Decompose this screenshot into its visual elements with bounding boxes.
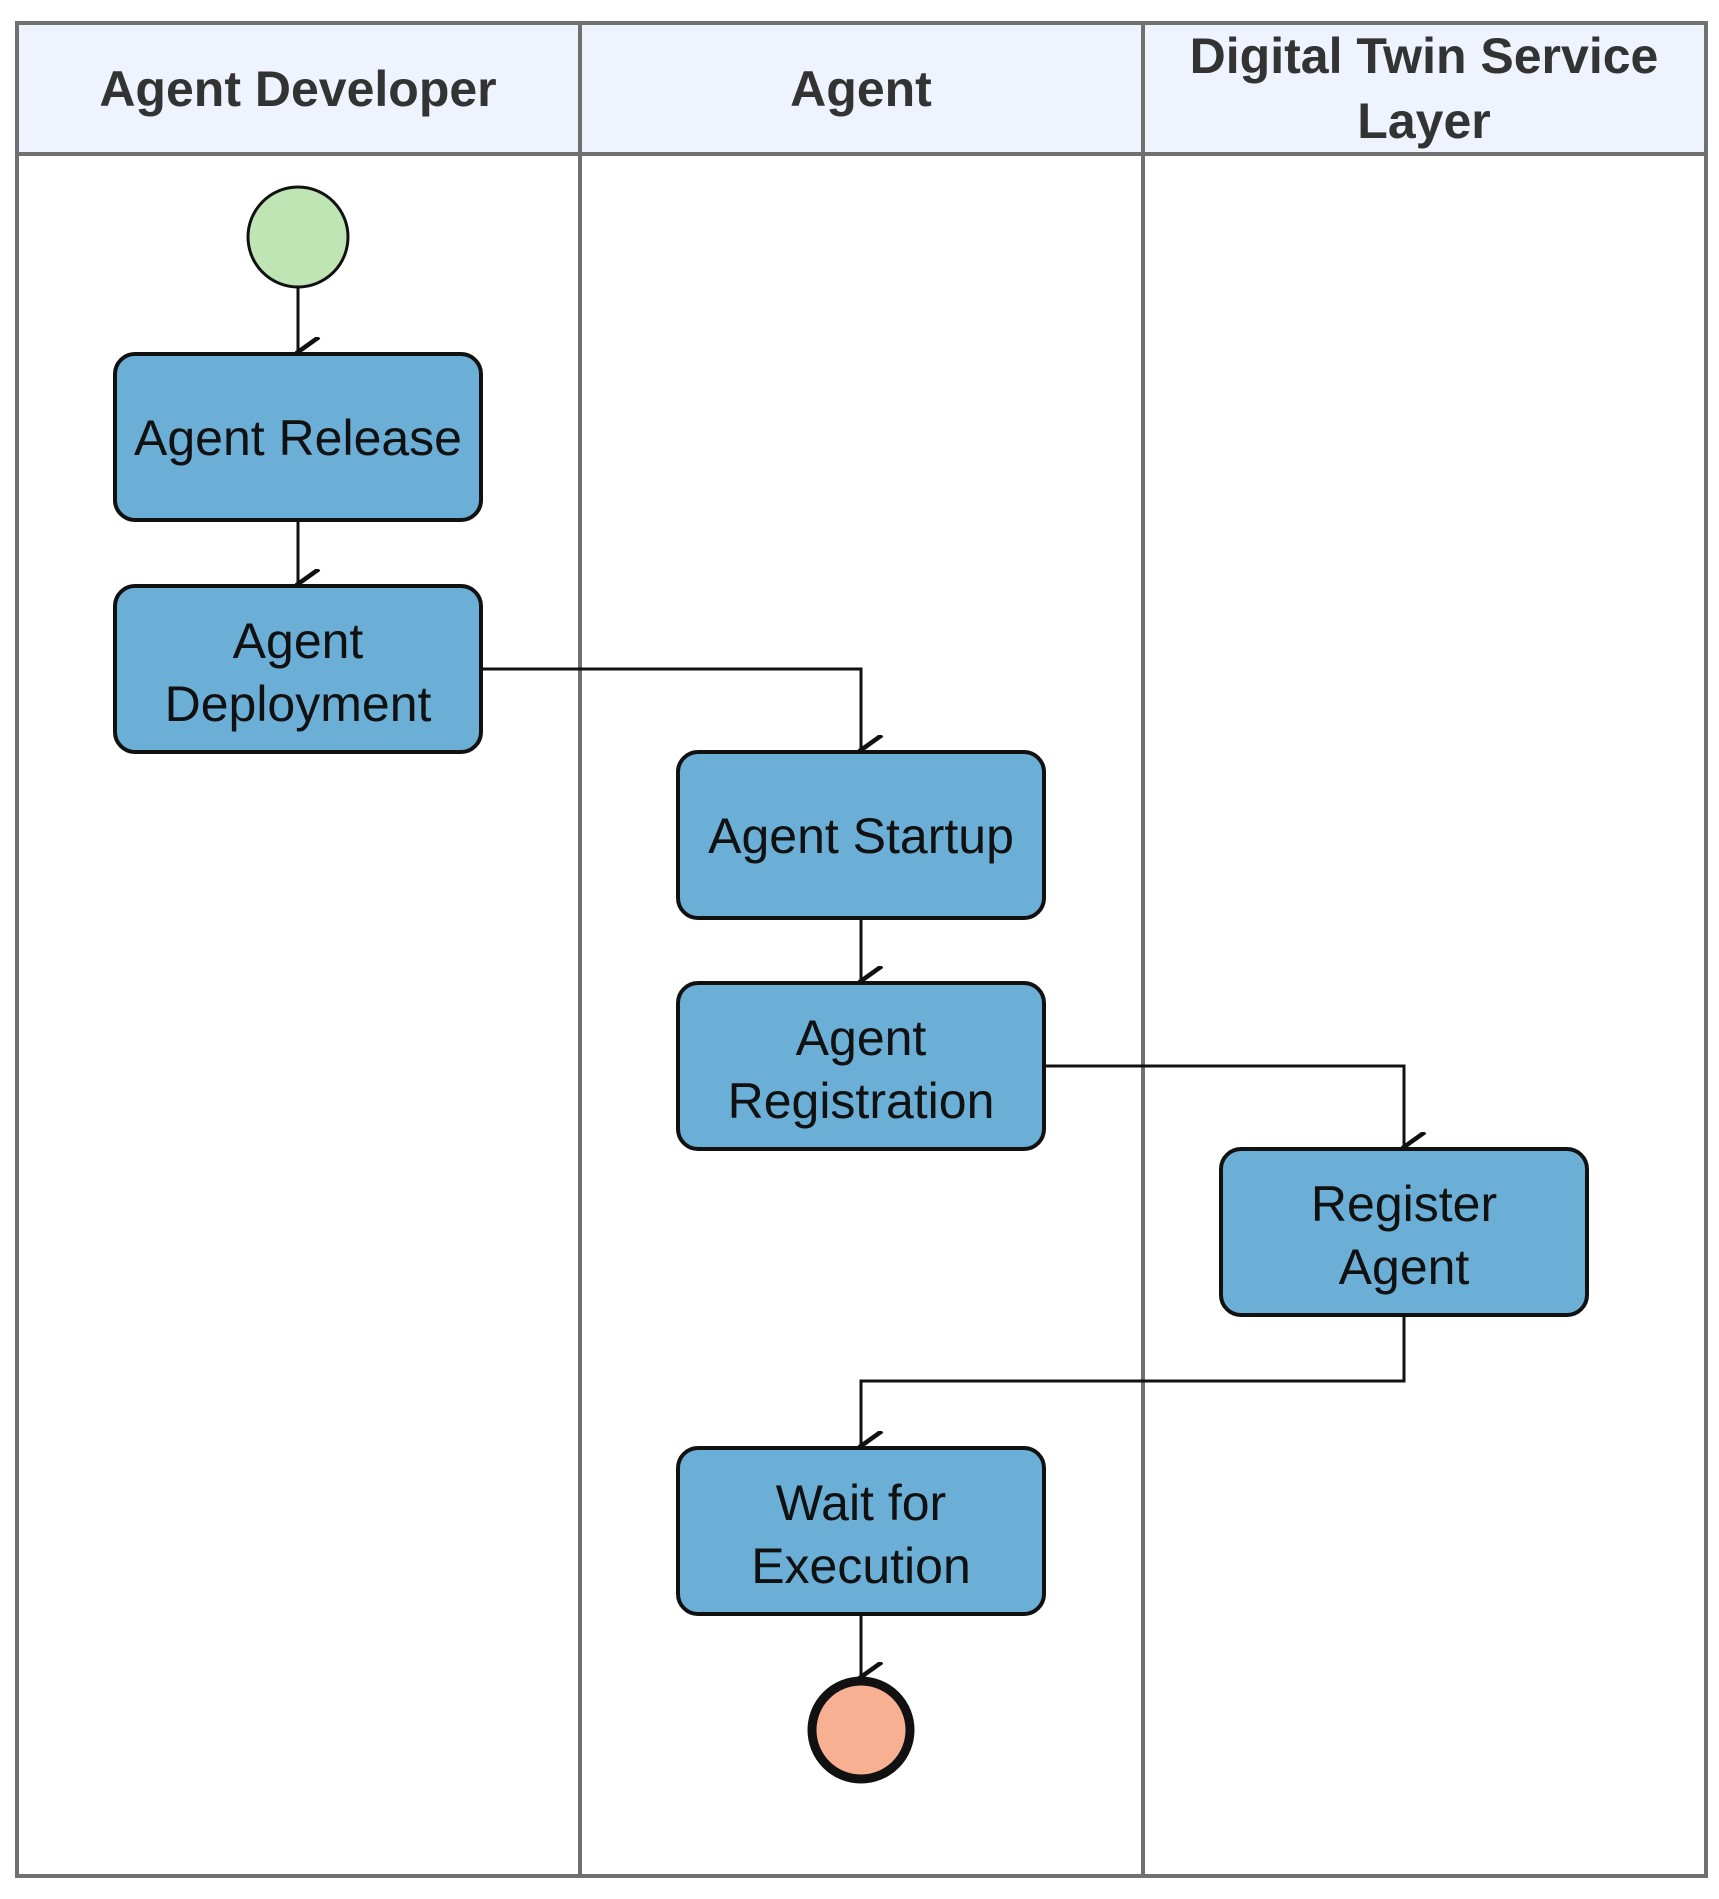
lane-title-digital-twin-service-layer-line-2: Layer	[1357, 93, 1490, 149]
lane-digital-twin-service-layer: Digital Twin Service Layer	[1141, 21, 1708, 1878]
lane-body-digital-twin-service-layer	[1141, 152, 1708, 1878]
activity-wait-for-execution-label: Wait for	[776, 1475, 946, 1531]
activity-agent-registration: Agent Registration	[676, 981, 1046, 1151]
activity-agent-startup-label: Agent Startup	[708, 808, 1014, 864]
edge-register-agent-to-wait-for-execution	[861, 1316, 1406, 1446]
activity-agent-startup: Agent Startup	[676, 750, 1046, 920]
lane-header-agent-developer	[15, 21, 582, 156]
lane-header-agent	[578, 21, 1145, 156]
activity-agent-deployment: Agent Deployment	[113, 584, 483, 754]
activity-agent-release: Agent Release	[113, 352, 483, 522]
start-node	[246, 185, 350, 289]
activity-register-agent-label: Register	[1311, 1176, 1497, 1232]
activity-agent-registration-label-line-2: Registration	[728, 1073, 995, 1129]
lane-title-agent-developer: Agent Developer	[99, 61, 496, 117]
activity-agent-deployment-label-line-2: Deployment	[165, 676, 432, 732]
activity-register-agent-label-line-2: Agent	[1339, 1239, 1470, 1295]
lane-header-digital-twin-service-layer	[1141, 21, 1708, 156]
activity-register-agent: Register Agent	[1219, 1147, 1589, 1317]
lane-title-digital-twin-service-layer: Digital Twin Service	[1190, 28, 1659, 84]
activity-agent-deployment-label: Agent	[233, 613, 364, 669]
edges	[298, 288, 1404, 1677]
edge-agent-registration-to-register-agent	[1043, 1064, 1404, 1147]
activity-wait-for-execution: Wait for Execution	[676, 1446, 1046, 1616]
edge-agent-deployment-to-agent-startup	[481, 667, 861, 750]
activity-agent-registration-label: Agent	[796, 1010, 927, 1066]
activity-agent-release-label: Agent Release	[134, 410, 462, 466]
lane-title-agent: Agent	[790, 61, 932, 117]
activity-wait-for-execution-label-line-2: Execution	[751, 1538, 971, 1594]
end-node	[807, 1676, 915, 1784]
